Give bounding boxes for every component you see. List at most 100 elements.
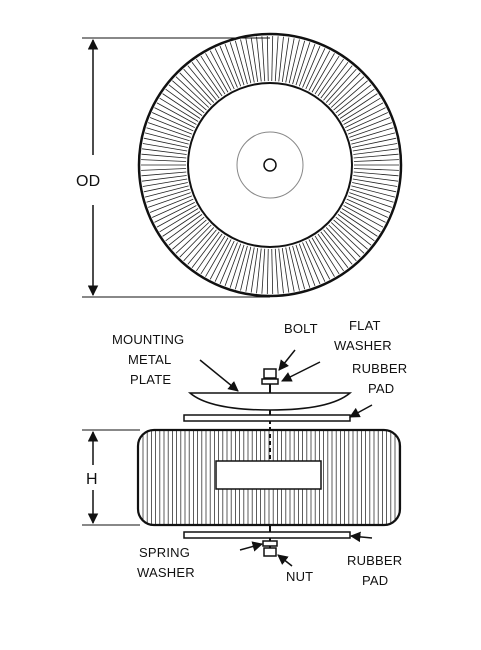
winding-line	[333, 80, 368, 111]
winding-line	[295, 244, 311, 288]
bolt-label: BOLT	[284, 321, 318, 336]
transformer-body	[136, 428, 402, 527]
top-view: OD	[76, 32, 403, 298]
winding-line	[346, 198, 389, 218]
winding-line	[305, 240, 326, 282]
winding-line	[274, 248, 279, 294]
winding-line	[146, 188, 190, 203]
winding-line	[148, 192, 191, 208]
winding-line	[196, 233, 223, 272]
winding-line	[172, 80, 207, 111]
winding-line	[162, 211, 201, 237]
winding-line	[292, 40, 306, 85]
winding-line	[156, 102, 197, 125]
winding-line	[298, 243, 316, 287]
winding-line	[183, 227, 215, 262]
winding-line	[266, 248, 269, 294]
winding-line	[278, 36, 284, 82]
mounting-metal-plate	[187, 392, 353, 411]
winding-line	[328, 72, 361, 106]
winding-line	[341, 97, 381, 122]
winding-line	[349, 192, 392, 208]
winding-line	[200, 55, 226, 95]
winding-line	[347, 117, 391, 135]
winding-line	[154, 107, 195, 129]
winding-line	[205, 53, 229, 93]
winding-line	[141, 148, 187, 155]
winding-line	[154, 201, 195, 223]
core-window	[215, 460, 322, 490]
winding-line	[323, 65, 353, 101]
winding-line	[175, 76, 210, 108]
bolt-leader	[278, 349, 296, 371]
winding-line	[141, 153, 187, 159]
rubber-pad-top-label-2: PAD	[368, 381, 394, 396]
winding-line	[146, 127, 190, 142]
spring-washer-label-2: WASHER	[137, 565, 195, 580]
winding-line	[229, 244, 245, 288]
winding-line	[209, 239, 232, 280]
center-ring	[236, 131, 304, 199]
winding-line	[288, 246, 300, 291]
winding-line	[352, 178, 398, 187]
winding-line	[308, 50, 331, 91]
winding-line	[142, 143, 188, 152]
winding-line	[352, 137, 397, 148]
winding-line	[320, 62, 349, 99]
winding-line	[292, 245, 306, 290]
rubber-pad-top-label-1: RUBBER	[352, 361, 407, 376]
winding-line	[200, 235, 226, 275]
winding-line	[335, 84, 372, 114]
winding-line	[349, 122, 392, 138]
flat-washer	[261, 378, 279, 385]
winding-line	[285, 38, 295, 83]
winding-line	[250, 37, 259, 82]
winding-line	[162, 93, 201, 119]
winding-line	[141, 159, 187, 162]
winding-line	[302, 242, 321, 285]
winding-line	[311, 237, 335, 277]
winding-line	[351, 132, 396, 145]
winding-line	[325, 227, 357, 262]
nut-label: NUT	[286, 569, 313, 584]
spring-washer	[262, 540, 278, 547]
winding-line	[187, 229, 217, 265]
winding-line	[353, 159, 399, 162]
winding-line	[337, 214, 375, 242]
toroid-windings	[141, 36, 399, 294]
winding-line	[141, 171, 187, 177]
winding-line	[141, 168, 187, 171]
winding-line	[149, 117, 193, 135]
winding-line	[352, 143, 398, 152]
winding-line	[191, 231, 220, 268]
winding-line	[151, 198, 194, 218]
winding-line	[271, 248, 274, 294]
winding-line	[350, 188, 394, 203]
winding-line	[165, 214, 203, 242]
rubber-pad-bottom	[183, 531, 351, 539]
winding-line	[156, 205, 197, 228]
winding-line	[305, 48, 326, 90]
winding-line	[330, 76, 365, 108]
winding-line	[261, 248, 266, 294]
winding-line	[141, 175, 187, 182]
winding-line	[353, 175, 399, 182]
winding-line	[350, 127, 394, 142]
flat-washer-label-2: WASHER	[334, 338, 392, 353]
winding-line	[343, 102, 384, 125]
winding-line	[214, 48, 235, 90]
rubber-pad-top-leader	[349, 404, 373, 418]
winding-line	[144, 185, 189, 198]
od-label: OD	[76, 173, 100, 190]
center-hole	[263, 158, 277, 172]
winding-line	[209, 50, 232, 91]
winding-line	[353, 168, 399, 171]
winding-line	[159, 97, 199, 122]
winding-line	[337, 88, 375, 116]
winding-line	[346, 112, 389, 132]
winding-line	[308, 239, 331, 280]
winding-line	[159, 208, 199, 233]
winding-line	[143, 137, 188, 148]
winding-line	[245, 38, 255, 83]
